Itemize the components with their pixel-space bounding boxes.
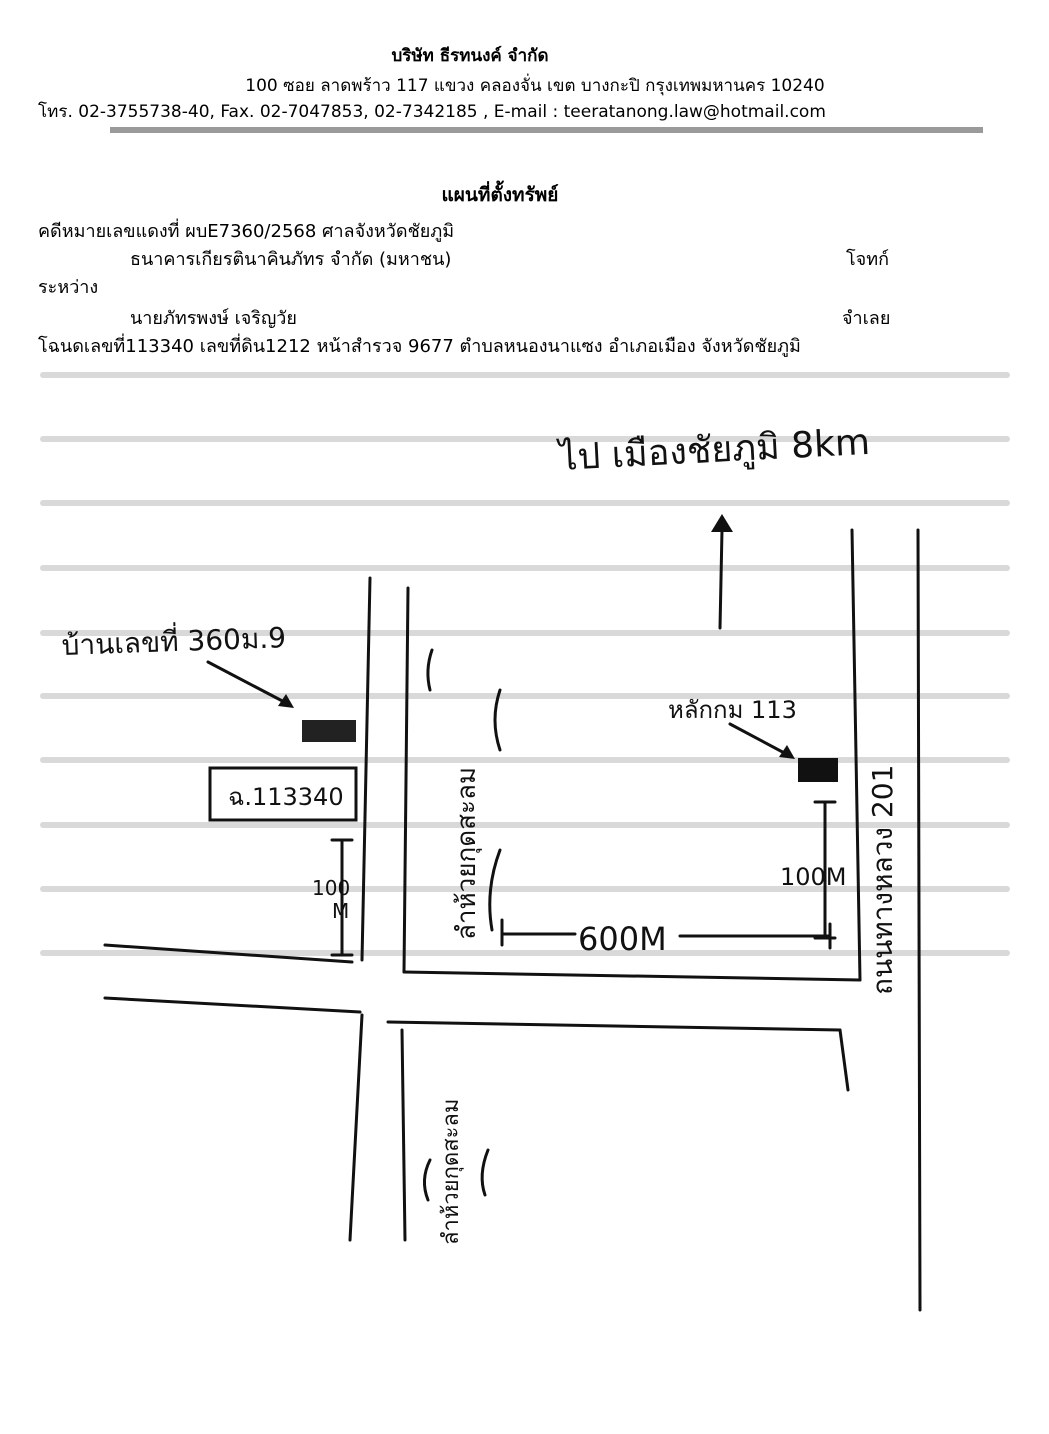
header-divider xyxy=(110,127,983,133)
km-pointer-arrow xyxy=(728,722,792,758)
horizontal-distance-label: 600M xyxy=(578,920,667,958)
road-lower-right xyxy=(838,1028,850,1092)
road-lower-left xyxy=(348,1013,364,1242)
road-lower-middle-left xyxy=(400,1028,407,1242)
stream-wave-5 xyxy=(480,1148,490,1197)
road-lower-middle-top xyxy=(386,1020,842,1032)
stream-wave-4 xyxy=(423,1158,432,1202)
km-arrowhead xyxy=(779,745,795,759)
plaintiff-name: ธนาคารเกียรตินาคินภัทร จำกัด (มหาชน) xyxy=(130,249,452,270)
right-distance-label: 100M xyxy=(780,863,847,891)
dim-horizontal-left xyxy=(500,918,577,947)
to-city-label: ไป เมืองชัยภูมิ 8km xyxy=(555,421,871,480)
house-marker xyxy=(302,720,356,742)
deed-plot-outline xyxy=(208,766,358,822)
highway-label: ถนนทางหลวง 201 xyxy=(866,765,899,995)
road-right-inner xyxy=(850,528,862,982)
stream-upper-label: ลำห้วยกุดสะลม xyxy=(452,767,482,940)
deed-number-label: ฉ.113340 xyxy=(228,783,344,811)
case-number-line: คดีหมายเลขแดงที่ ผบE7360/2568 ศาลจังหวัด… xyxy=(38,221,455,242)
road-side-top xyxy=(103,943,354,964)
document-title: แผนที่ตั้งทรัพย์ xyxy=(441,184,559,206)
between-label: ระหว่าง xyxy=(38,277,99,298)
dim-right-vertical xyxy=(813,800,837,940)
stream-wave-1 xyxy=(426,648,434,692)
north-arrowhead xyxy=(711,514,733,532)
road-stream-bottom xyxy=(402,970,862,982)
left-distance-unit: M xyxy=(332,899,349,923)
km-marker-post xyxy=(798,758,838,782)
dim-horizontal-right xyxy=(678,922,832,950)
company-name: บริษัท ธีรทนงค์ จำกัด xyxy=(391,46,549,66)
company-address: 100 ซอย ลาดพร้าว 117 แขวง คลองจั่น เขต บ… xyxy=(245,76,825,96)
stream-wave-3 xyxy=(488,848,502,932)
stream-lower-label: ลำห้วยกุดสะลม xyxy=(439,1099,464,1245)
defendant-name: นายภัทรพงษ์ เจริญวัย xyxy=(130,308,297,329)
company-contact: โทร. 02-3755738-40, Fax. 02-7047853, 02-… xyxy=(38,102,826,122)
left-distance-value: 100 xyxy=(312,876,350,900)
km-marker-label: หลักกม 113 xyxy=(668,696,797,724)
dim-left-vertical xyxy=(330,838,354,957)
stream-wave-2 xyxy=(493,688,502,752)
plaintiff-role: โจทก์ xyxy=(846,249,889,270)
road-stream-left xyxy=(402,586,410,974)
highway-201-line xyxy=(916,528,922,1312)
house-number-label: บ้านเลขที่ 360ม.9 xyxy=(61,618,287,662)
defendant-role: จำเลย xyxy=(842,308,891,329)
house-pointer-arrow xyxy=(206,660,292,707)
north-arrow-shaft xyxy=(718,528,724,630)
bleed-through-text xyxy=(40,372,1010,956)
road-left-vertical xyxy=(360,576,372,962)
house-arrowhead xyxy=(278,694,294,708)
road-main-top xyxy=(103,996,362,1014)
title-deed-line: โฉนดเลขที่113340 เลขที่ดิน1212 หน้าสำรวจ… xyxy=(38,336,801,357)
